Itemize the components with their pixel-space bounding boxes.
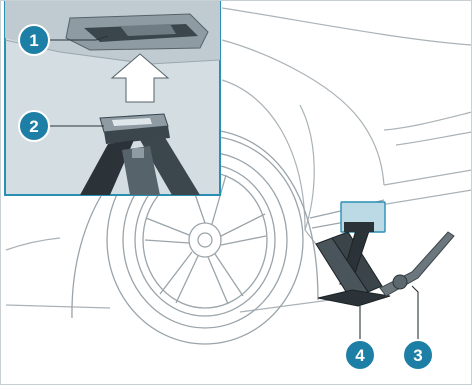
callout-1-label: 1 bbox=[29, 31, 38, 50]
callout-2: 2 bbox=[19, 111, 49, 141]
jack-assembly bbox=[316, 202, 454, 306]
jack-base bbox=[318, 290, 390, 306]
hub-cap bbox=[198, 233, 212, 247]
hub bbox=[189, 223, 221, 257]
callout-2-label: 2 bbox=[29, 117, 38, 136]
callout-1: 1 bbox=[19, 25, 49, 55]
callout-4-label: 4 bbox=[355, 346, 365, 365]
callout-4: 4 bbox=[345, 340, 375, 370]
callout-3-label: 3 bbox=[413, 346, 422, 365]
callout-3: 3 bbox=[403, 340, 433, 370]
jack-crank bbox=[380, 232, 454, 296]
